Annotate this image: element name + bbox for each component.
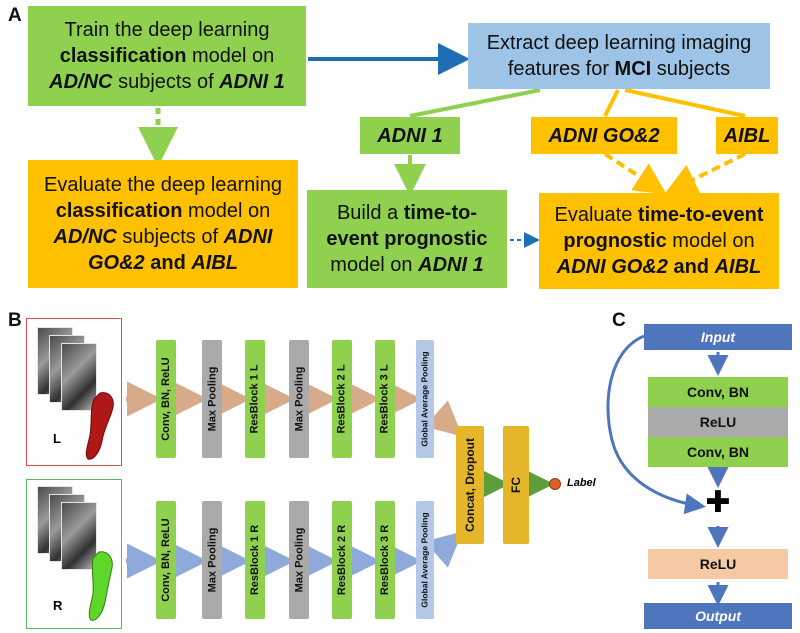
text-run: and	[144, 252, 192, 274]
layer-label: Max Pooling	[206, 527, 218, 593]
layer-block: Max Pooling	[289, 501, 309, 619]
addition-icon: ✚	[705, 486, 731, 519]
layer-label: Conv, BN, ReLU	[160, 357, 172, 441]
conv-bn-block-2: Conv, BN	[648, 437, 788, 467]
layer-label: ResBlock 1 L	[249, 364, 261, 434]
panel-c-label: C	[612, 310, 626, 331]
text-run: MCI	[614, 58, 652, 80]
text-run: subjects of	[112, 71, 220, 93]
text-run: subjects	[651, 58, 731, 80]
layer-label: ResBlock 3 L	[379, 364, 391, 434]
text-run: model on	[330, 254, 419, 276]
layer-label: Max Pooling	[293, 366, 305, 432]
text-run: AD/NC	[53, 226, 117, 248]
panel-b-label: B	[8, 310, 22, 331]
panel-a-arrows	[138, 43, 746, 248]
arrow-extract-to-adni1	[409, 88, 541, 118]
input-block: Input	[644, 324, 792, 350]
layer-block: ResBlock 3 L	[375, 340, 395, 458]
arrow-adnigo2-to-evaluate	[603, 152, 667, 195]
layer-label: Global Average Pooling	[420, 351, 430, 447]
arrow-top-to-concat	[424, 400, 463, 437]
text-run: ADNI 1	[219, 71, 285, 93]
layer-block: Max Pooling	[289, 340, 309, 458]
text-run: subjects of	[116, 226, 224, 248]
layer-block: ResBlock 1 L	[245, 340, 265, 458]
text-run: Evaluate the deep learning	[44, 174, 282, 196]
layer-block: ResBlock 2 R	[332, 501, 352, 619]
layer-block: Max Pooling	[202, 340, 222, 458]
right-hippocampus-input: R	[26, 479, 122, 629]
mri-slice	[61, 343, 97, 411]
left-hippocampus-shape	[85, 392, 114, 460]
right-hippocampus-shape	[88, 551, 113, 621]
text-run: ADNI 1	[418, 254, 484, 276]
output-block: Output	[644, 603, 792, 629]
build-prognostic-box: Build a time-to-event prognostic model o…	[307, 190, 507, 288]
concat-dropout-block: Concat, Dropout	[456, 426, 484, 544]
extract-features-box: Extract deep learning imaging features f…	[468, 23, 770, 89]
layer-label: Max Pooling	[206, 366, 218, 432]
panel-a-label: A	[8, 5, 22, 26]
layer-label: ResBlock 2 L	[336, 364, 348, 434]
text-run: model on	[182, 200, 271, 222]
layer-label: ResBlock 3 R	[379, 524, 391, 596]
layer-label: Conv, BN, ReLU	[160, 518, 172, 602]
text-run: Train the deep learning	[64, 19, 270, 41]
text-run: AIBL	[714, 256, 762, 278]
arrow-extract-to-adnigo2	[603, 89, 620, 117]
right-label: R	[53, 598, 63, 613]
panel-b-arrows	[126, 381, 561, 579]
text-run: classification	[59, 45, 187, 67]
layer-block: Global Average Pooling	[416, 501, 434, 619]
relu-block-2: ReLU	[648, 549, 788, 579]
output-label-text: Label	[567, 477, 596, 489]
evaluate-classification-box: Evaluate the deep learning classificatio…	[28, 160, 298, 288]
relu-block-1: ReLU	[648, 407, 788, 437]
text-run: Evaluate	[554, 204, 638, 226]
fc-block: FC	[503, 426, 529, 544]
layer-block: Conv, BN, ReLU	[156, 501, 176, 619]
layer-block: ResBlock 2 L	[332, 340, 352, 458]
text-run: Build a	[336, 202, 404, 224]
arrow-bottom-to-concat	[424, 531, 463, 568]
text-run: model on	[186, 45, 275, 67]
aibl-label-box: AIBL	[716, 117, 778, 154]
text-run: time-to-event prognostic	[563, 204, 764, 252]
adni1-label-box: ADNI 1	[360, 117, 460, 154]
arrow-aibl-to-evaluate	[664, 152, 746, 194]
layer-block: Global Average Pooling	[416, 340, 434, 458]
layer-label: ResBlock 1 R	[249, 524, 261, 596]
label-dot	[549, 478, 561, 490]
layer-block: Conv, BN, ReLU	[156, 340, 176, 458]
text-run: ADNI GO&2	[556, 256, 668, 278]
text-run: Extract deep learning imaging features f…	[486, 32, 752, 80]
text-run: ADNI GO&2	[87, 226, 273, 274]
arrow-extract-to-aibl	[624, 88, 746, 118]
text-run: model on	[666, 230, 755, 252]
text-run: AIBL	[191, 252, 239, 274]
left-label: L	[53, 431, 61, 446]
layer-block: ResBlock 1 R	[245, 501, 265, 619]
layer-label: ResBlock 2 R	[336, 524, 348, 596]
conv-bn-block-1: Conv, BN	[648, 377, 788, 407]
text-run: classification	[55, 200, 183, 222]
layer-block: Max Pooling	[202, 501, 222, 619]
text-run: time-to-event prognostic	[326, 202, 488, 250]
layer-label: Global Average Pooling	[420, 512, 430, 608]
skip-connection-arrow	[606, 334, 706, 515]
layer-label: Max Pooling	[293, 527, 305, 593]
evaluate-prognostic-box: Evaluate time-to-event prognostic model …	[539, 193, 779, 289]
adni-go2-label-box: ADNI GO&2	[531, 117, 677, 154]
text-run: AD/NC	[49, 71, 113, 93]
text-run: and	[667, 256, 715, 278]
left-hippocampus-input: L	[26, 318, 122, 466]
train-model-box: Train the deep learning classification m…	[28, 6, 306, 106]
layer-block: ResBlock 3 R	[375, 501, 395, 619]
panel-c-arrows	[606, 334, 729, 606]
mri-slice	[61, 502, 97, 570]
